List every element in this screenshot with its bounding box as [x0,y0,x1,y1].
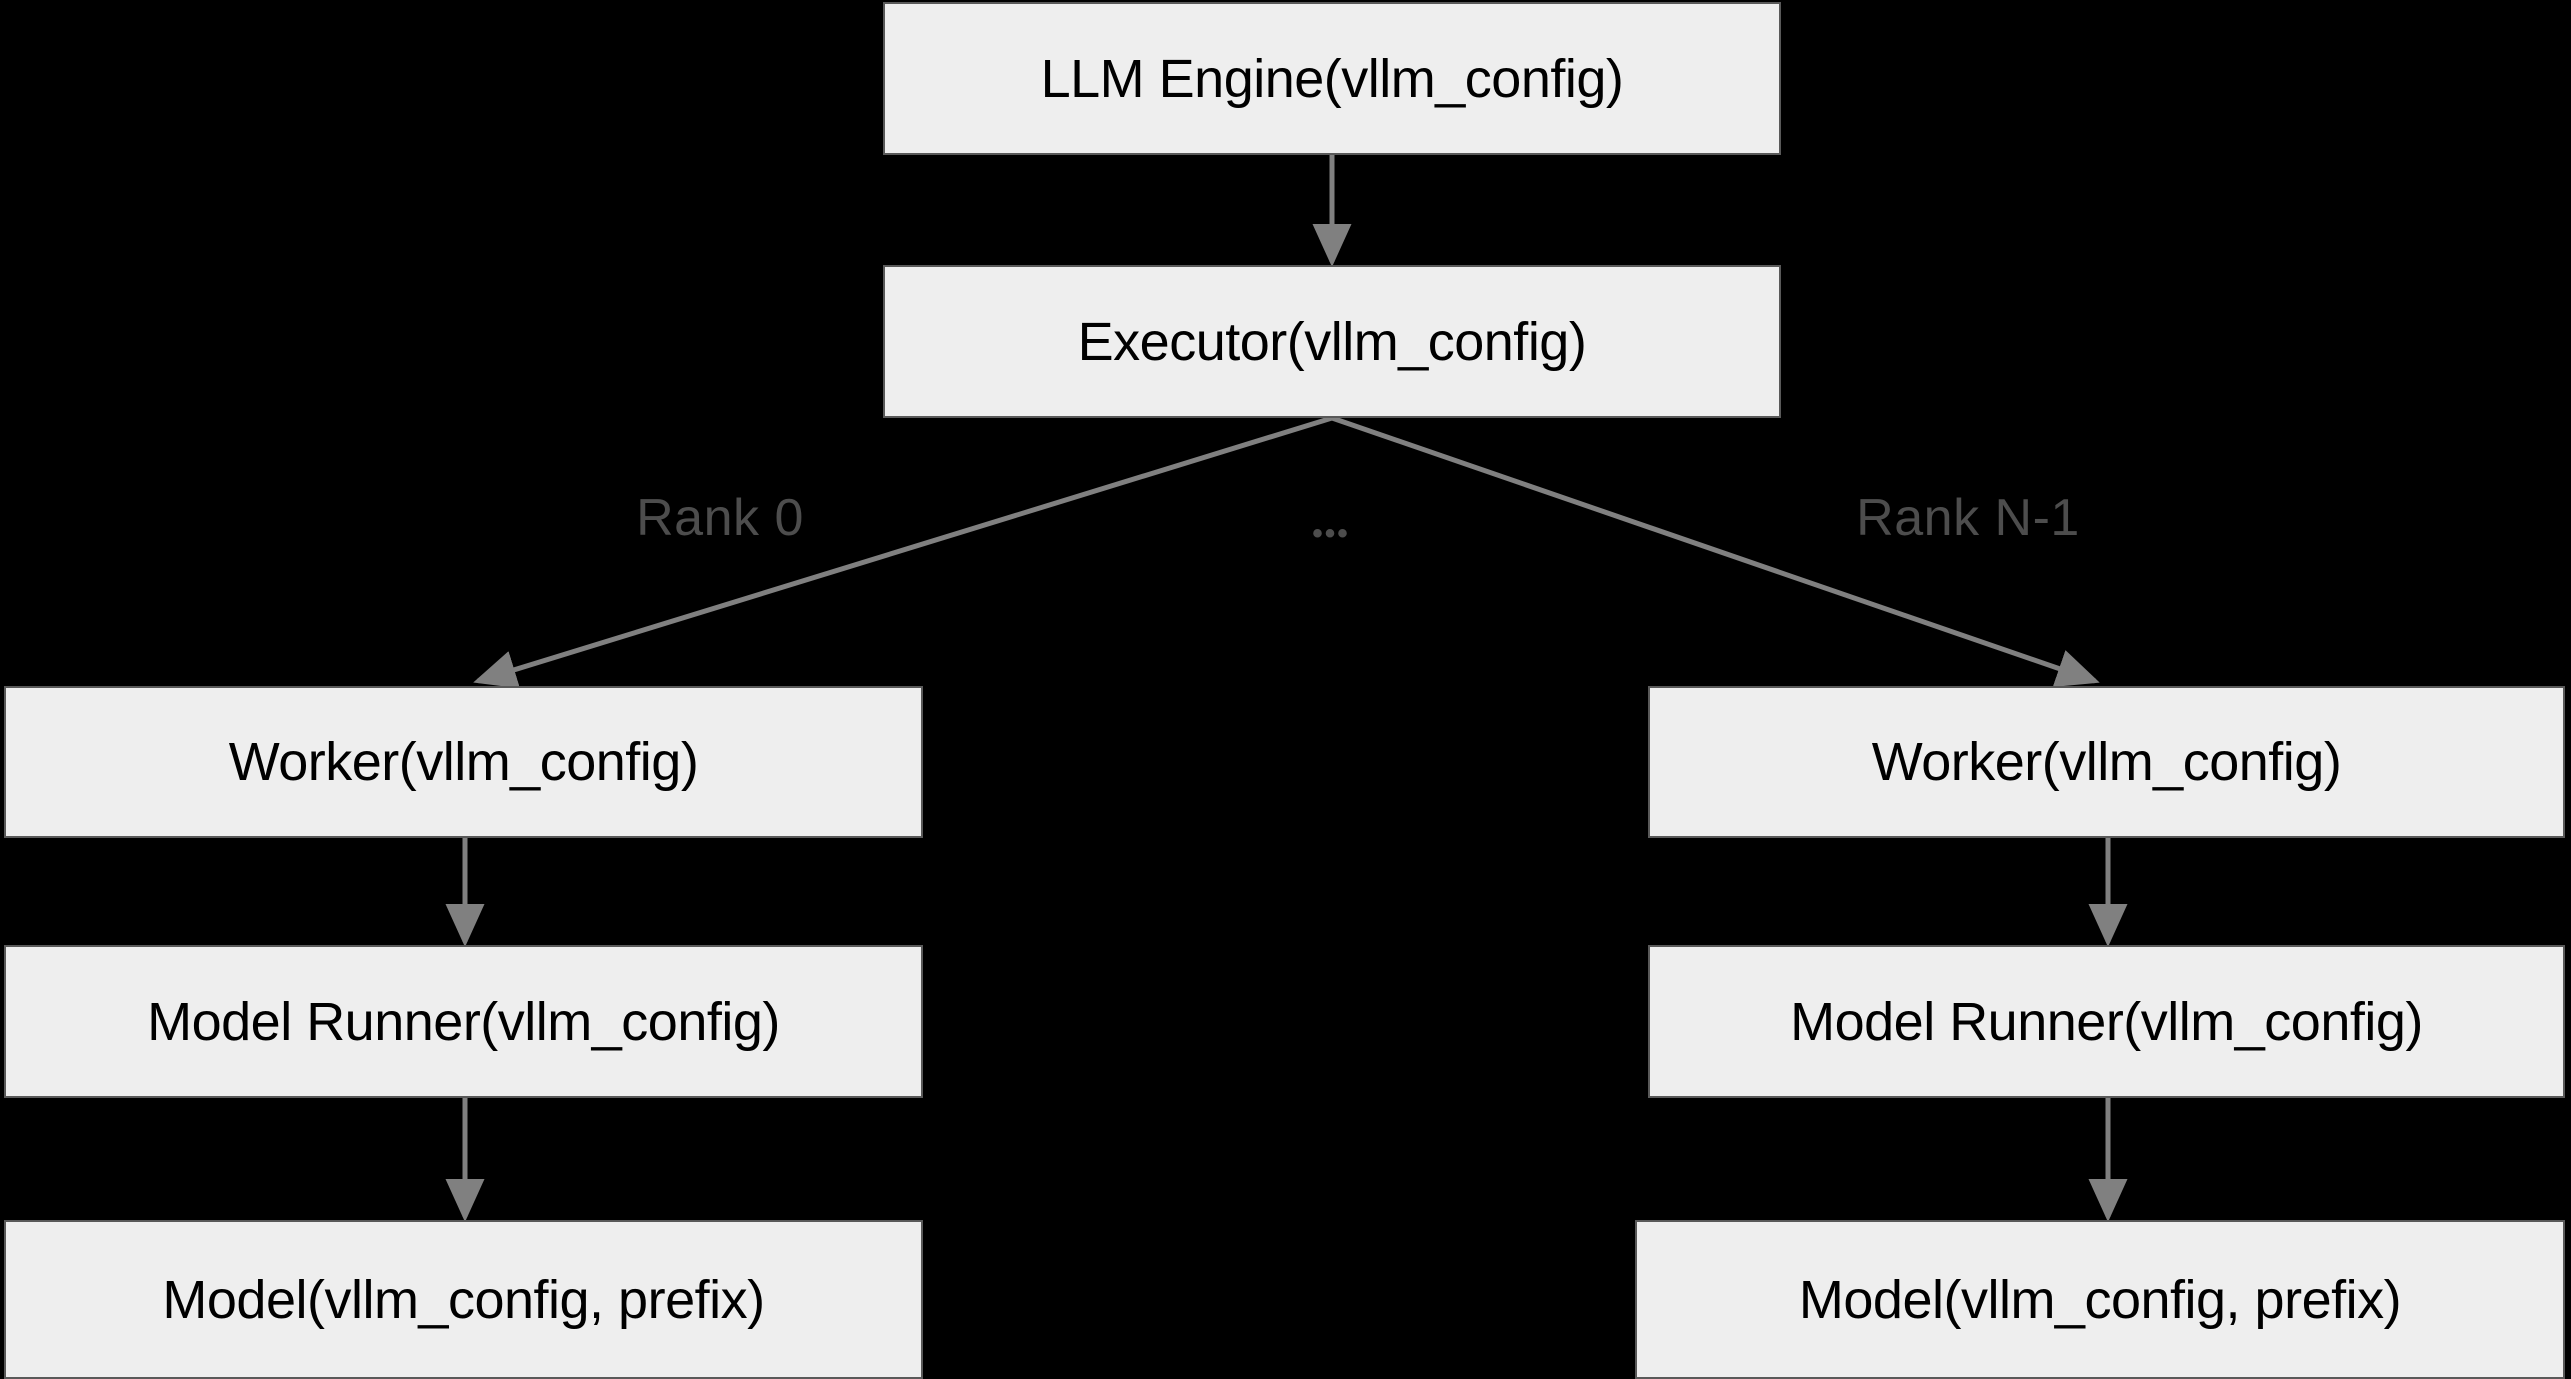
node-model-runner-rank0[interactable]: Model Runner(vllm_config) [4,945,923,1098]
node-model-rankn[interactable]: Model(vllm_config, prefix) [1635,1220,2565,1379]
node-worker-rankn[interactable]: Worker(vllm_config) [1648,686,2565,838]
node-executor[interactable]: Executor(vllm_config) [883,265,1781,418]
node-model-runner-rankn[interactable]: Model Runner(vllm_config) [1648,945,2565,1098]
edge-label-ellipsis: ••• [1312,517,1350,550]
edge-label-rank-n-minus-1: Rank N-1 [1856,489,2080,547]
node-llm-engine[interactable]: LLM Engine(vllm_config) [883,2,1781,155]
node-worker-rank0[interactable]: Worker(vllm_config) [4,686,923,838]
edge-executor-to-worker-right [1331,415,2100,688]
edge-label-rank-0: Rank 0 [636,489,804,547]
edge-executor-to-worker-left [473,415,1333,689]
node-model-rank0[interactable]: Model(vllm_config, prefix) [4,1220,923,1379]
